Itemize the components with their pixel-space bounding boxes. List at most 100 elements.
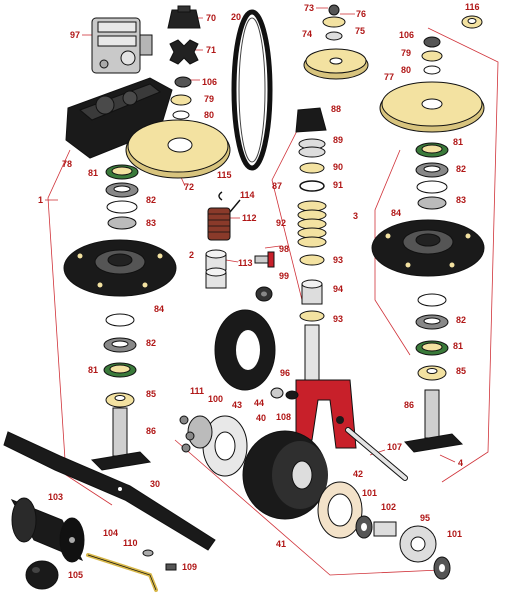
callout-86-right: 86 [404, 400, 414, 410]
callout-93-lower: 93 [333, 314, 343, 324]
callout-85-right: 85 [456, 366, 466, 376]
callout-1: 1 [38, 195, 43, 205]
callout-77: 77 [384, 72, 394, 82]
washer-85-right [417, 365, 447, 381]
race-82-right-lower [417, 293, 447, 307]
callout-86-left: 86 [146, 426, 156, 436]
collar-116 [461, 15, 483, 29]
roller-103 [10, 497, 85, 563]
leader-113 [225, 259, 239, 263]
race-83-left [107, 216, 137, 230]
ball-105 [25, 560, 59, 590]
callout-89: 89 [333, 135, 343, 145]
pulley-72 [125, 119, 231, 179]
pulley-77 [379, 81, 485, 133]
callout-41: 41 [276, 539, 286, 549]
seal-81-left-top [105, 164, 139, 180]
callout-99: 99 [279, 271, 289, 281]
rod-104 [86, 553, 158, 592]
callout-112: 112 [242, 213, 257, 223]
lug-nuts-111 [179, 415, 195, 453]
bushing-113 [205, 249, 227, 289]
blade-30 [3, 431, 216, 551]
coupler-70 [167, 5, 201, 29]
nut-106-left [174, 76, 192, 88]
callout-2: 2 [189, 250, 194, 260]
callout-87: 87 [272, 181, 282, 191]
washer-110 [142, 549, 154, 557]
callout-labels: 1 2 3 4 20 30 40 41 42 43 44 70 71 72 73… [38, 2, 480, 580]
hub-43 [202, 415, 248, 477]
callout-116: 116 [465, 2, 480, 12]
callout-80-left: 80 [204, 110, 214, 120]
callout-81-right-lower: 81 [453, 341, 463, 351]
race-83-right [417, 196, 447, 210]
callout-108: 108 [276, 412, 291, 422]
callout-95: 95 [420, 513, 430, 523]
callout-83-right: 83 [456, 195, 466, 205]
pump-97 [91, 17, 153, 74]
callout-111: 111 [190, 386, 204, 396]
bearing-101-left [355, 515, 373, 539]
callout-88: 88 [331, 104, 341, 114]
callout-82-right-lower: 82 [456, 315, 466, 325]
callout-3: 3 [353, 211, 358, 221]
callout-93-top: 93 [333, 255, 343, 265]
race-82-right-mid [416, 180, 448, 194]
leader-4 [439, 454, 456, 463]
spider-71 [169, 39, 199, 65]
callout-78: 78 [62, 159, 72, 169]
washer-93-lower [299, 310, 325, 322]
callout-110: 110 [123, 538, 138, 548]
callout-103: 103 [48, 492, 63, 502]
callout-98: 98 [279, 244, 289, 254]
bracket-left-assembly [47, 149, 113, 506]
pin-114 [218, 191, 223, 201]
stud-98 [254, 251, 275, 268]
callout-97: 97 [70, 30, 80, 40]
bracket-right-assembly [427, 27, 499, 483]
callout-107: 107 [387, 442, 402, 452]
callout-79-left: 79 [204, 94, 214, 104]
ring-80-left [172, 110, 190, 120]
callout-82-left-lower: 82 [146, 338, 156, 348]
callout-90: 90 [333, 162, 343, 172]
bracket-caster [271, 124, 303, 301]
washer-90 [299, 162, 325, 174]
callout-115: 115 [217, 170, 232, 180]
callout-100: 100 [208, 394, 223, 404]
callout-81-left-lower: 81 [88, 365, 98, 375]
callout-85-left: 85 [146, 389, 156, 399]
torsion-spring-112 [207, 199, 241, 241]
callout-82-left-top: 82 [146, 195, 156, 205]
bearing-82-right-top [415, 162, 449, 178]
spindle-housing-3 [371, 219, 485, 277]
callout-92: 92 [276, 218, 286, 228]
callout-109: 109 [182, 562, 197, 572]
callout-82-right-top: 82 [456, 164, 466, 174]
callout-106-left: 106 [202, 77, 217, 87]
callout-105: 105 [68, 570, 83, 580]
tire-115 [214, 309, 276, 391]
spindle-housing-2 [63, 239, 177, 297]
washer-76 [322, 16, 346, 28]
callout-91: 91 [333, 180, 343, 190]
spindle-shaft-86-left [90, 407, 152, 471]
callout-40: 40 [256, 413, 266, 423]
race-82-left-lower [105, 313, 135, 327]
cap-88 [295, 107, 327, 133]
callout-72: 72 [184, 182, 194, 192]
washer-93-top [299, 254, 325, 266]
callout-4: 4 [458, 458, 463, 468]
race-82-left-mid [106, 200, 138, 214]
callout-79-right: 79 [401, 48, 411, 58]
spacer-89 [298, 138, 326, 158]
bearing-101-right [433, 556, 451, 580]
bushing-94 [301, 279, 323, 305]
spacer-102 [373, 521, 397, 537]
nut-99 [255, 286, 273, 302]
callout-84-right: 84 [391, 208, 401, 218]
nut-44 [270, 387, 284, 399]
bearing-82-left-lower [103, 337, 137, 353]
